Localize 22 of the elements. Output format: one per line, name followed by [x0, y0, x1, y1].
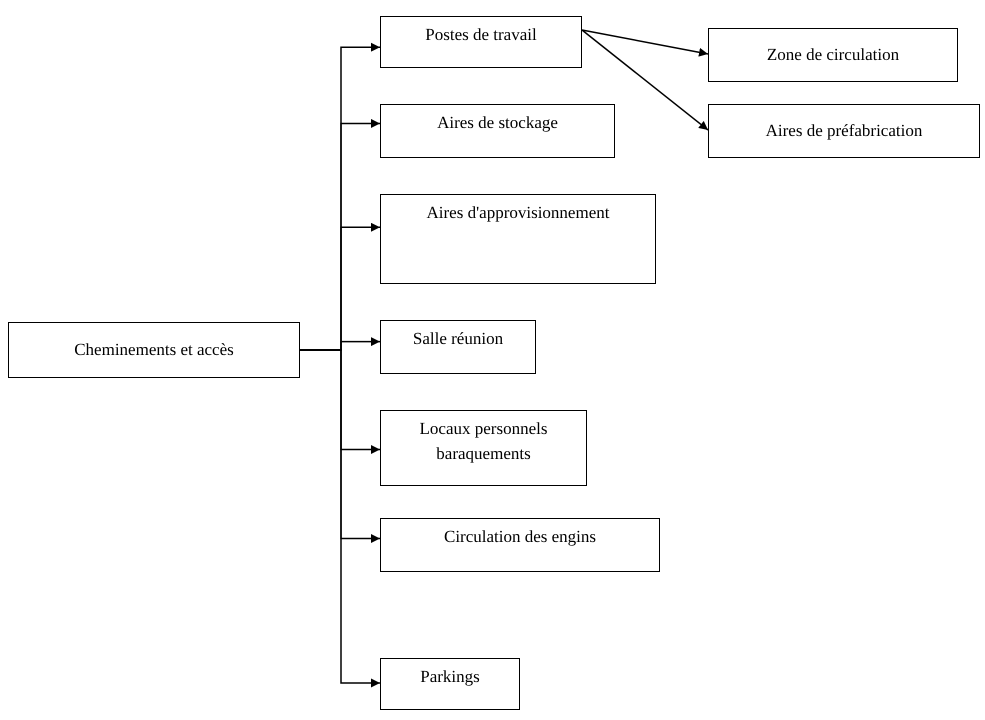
process-box	[708, 28, 958, 82]
process-box	[380, 16, 582, 68]
process-box	[380, 518, 660, 572]
box-label: Aires de stockage	[437, 112, 558, 134]
box-label: Postes de travail	[425, 24, 537, 46]
arrow	[582, 29, 708, 131]
box-label: Parkings	[420, 666, 480, 688]
process-box	[380, 658, 520, 710]
box-label: Zone de circulation	[766, 44, 900, 66]
arrow	[582, 29, 708, 57]
box-label: Aires de préfabrication	[766, 120, 922, 142]
process-box	[380, 410, 587, 486]
box-label: Circulation des engins	[444, 526, 596, 548]
process-box	[380, 320, 536, 374]
box-label: Salle réunion	[412, 328, 504, 350]
box-label: Cheminements et accès	[74, 338, 234, 361]
process-box	[380, 194, 656, 284]
process-box	[8, 322, 300, 378]
box-label: Aires d'approvisionnement	[426, 202, 610, 224]
process-box	[708, 104, 980, 158]
process-box	[380, 104, 615, 158]
box-label: Locaux personnels baraquements	[418, 418, 548, 465]
